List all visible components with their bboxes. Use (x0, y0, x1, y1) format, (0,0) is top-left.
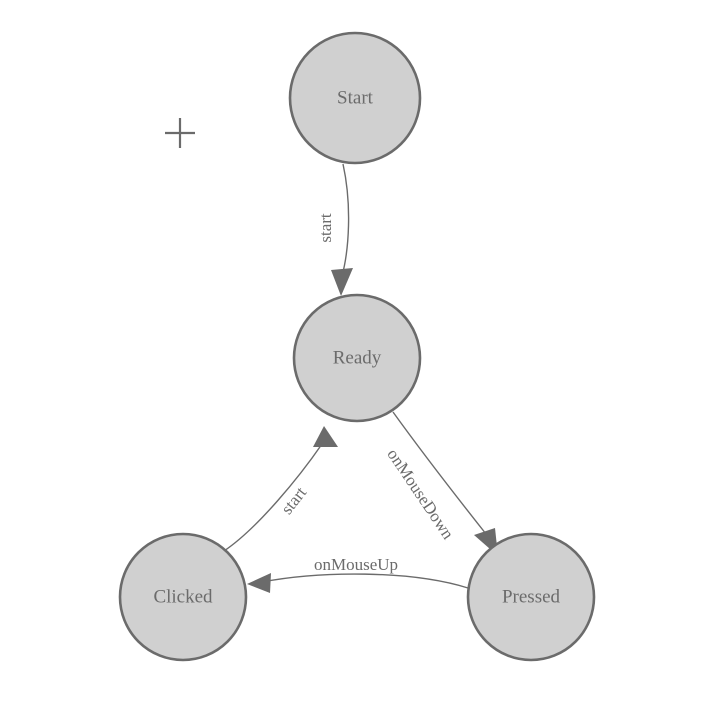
arrowhead-pressed-to-clicked (247, 573, 271, 593)
edge-ready-to-pressed[interactable]: onMouseDown (383, 411, 498, 556)
node-start-label: Start (337, 87, 374, 108)
node-clicked-label: Clicked (153, 586, 213, 607)
edge-label-start-to-ready: start (316, 213, 335, 243)
node-start[interactable]: Start (288, 31, 422, 165)
arrowhead-start-to-ready (331, 268, 353, 296)
node-pressed-circle (466, 532, 596, 662)
node-pressed-label: Pressed (502, 586, 561, 607)
edge-path-ready-to-pressed (392, 411, 491, 540)
edge-path-start-to-ready (341, 163, 350, 277)
edge-path-clicked-to-ready (223, 443, 323, 552)
plus-marker-icon[interactable] (165, 118, 195, 148)
edge-label-pressed-to-clicked: onMouseUp (314, 555, 398, 574)
edge-path-pressed-to-clicked (261, 573, 469, 589)
node-clicked-circle (118, 532, 248, 662)
node-pressed[interactable]: Pressed (466, 532, 596, 662)
edge-start-to-ready[interactable]: start (316, 163, 353, 296)
edge-clicked-to-ready[interactable]: start (223, 426, 338, 552)
node-start-circle (288, 31, 422, 165)
edge-label-clicked-to-ready: start (277, 483, 310, 518)
node-clicked[interactable]: Clicked (118, 532, 248, 662)
edge-label-ready-to-pressed: onMouseDown (383, 445, 458, 543)
arrowhead-clicked-to-ready (313, 426, 338, 447)
node-ready-label: Ready (333, 347, 382, 368)
node-ready[interactable]: Ready (292, 293, 422, 423)
node-ready-circle (292, 293, 422, 423)
edge-pressed-to-clicked[interactable]: onMouseUp (247, 555, 469, 593)
